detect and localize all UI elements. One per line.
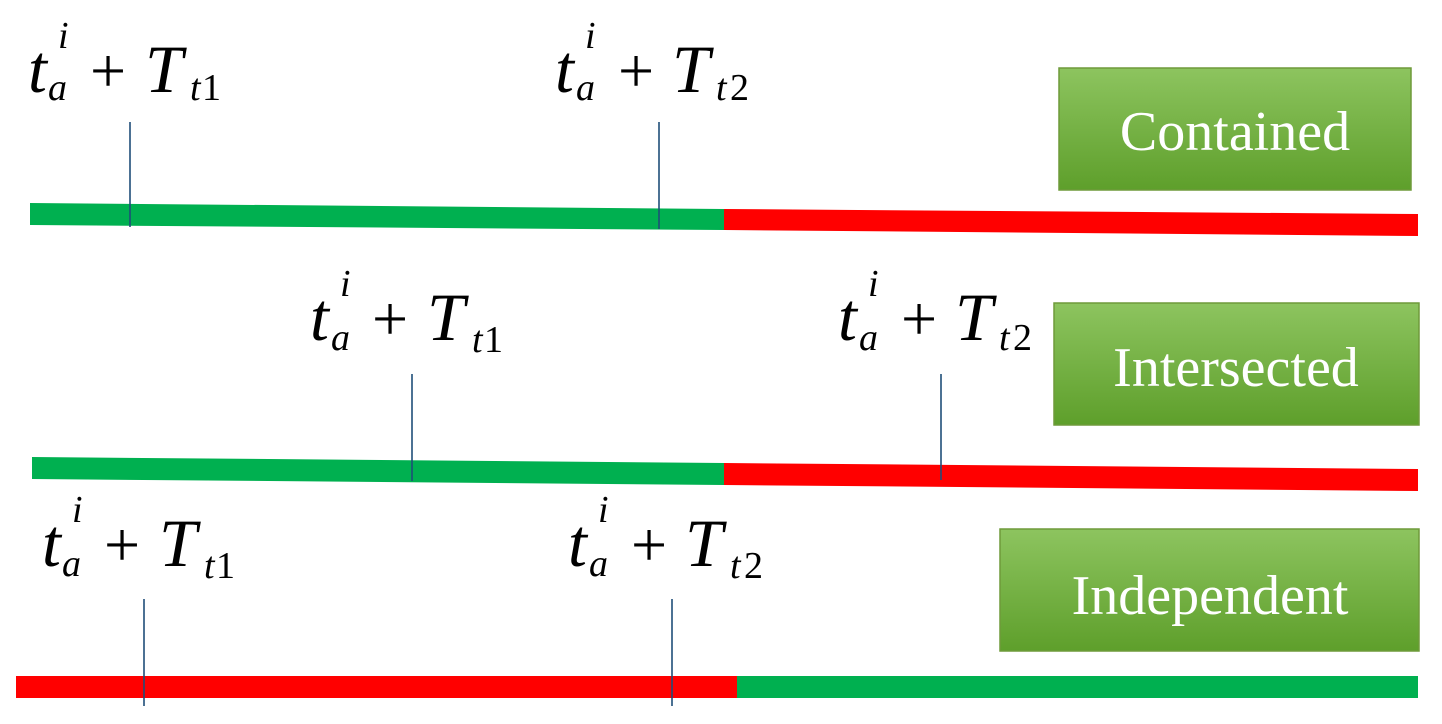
timeline-segment: [737, 676, 1418, 698]
marker-end-label: t i a + T t 2: [568, 489, 763, 587]
timeline-segment: [16, 676, 737, 698]
marker-start-label: t i a + T t 1: [310, 263, 503, 361]
timeline-segment: [30, 203, 724, 230]
case-label-box: [1053, 302, 1420, 426]
marker-start-label: t i a + T t 1: [42, 489, 235, 587]
case-label-box: [999, 528, 1420, 652]
timeline-segment: [724, 463, 1418, 491]
case-label: Contained: [1120, 101, 1350, 163]
marker-end-label: t i a + T t 2: [838, 263, 1032, 359]
timeline-segment: [724, 209, 1418, 236]
case-contained: t i a + T t 1 t i a + T t 2 Contained: [28, 15, 1418, 236]
case-intersected: t i a + T t 1 t i a + T t 2 Intersected: [32, 263, 1420, 491]
case-label-box: [1058, 67, 1412, 191]
case-label: Independent: [1072, 565, 1349, 627]
case-independent: t i a + T t 1 t i a + T t 2 Independent: [16, 489, 1420, 706]
case-label: Intersected: [1113, 337, 1359, 399]
timeline-segment: [32, 457, 724, 485]
marker-end-label: t i a + T t 2: [555, 15, 749, 109]
marker-start-label: t i a + T t 1: [28, 15, 221, 109]
